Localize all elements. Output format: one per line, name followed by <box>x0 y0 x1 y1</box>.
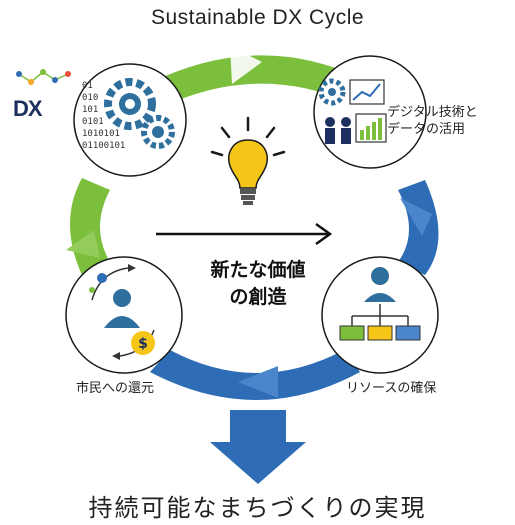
svg-text:01: 01 <box>82 81 93 91</box>
cycle-ring <box>66 46 439 400</box>
dx-logo-text: DX <box>13 96 43 121</box>
progress-arrow <box>156 222 333 246</box>
label-top-right-line1: デジタル技術と <box>387 105 478 120</box>
gears-binary-icon: 01 010 101 0101 1010101 01100101 <box>82 78 175 151</box>
ring-segment-top <box>148 55 360 108</box>
dx-logo: DX <box>13 66 75 122</box>
label-top-right: デジタル技術と データの活用 <box>387 104 478 138</box>
digital-data-analytics-icon <box>318 78 387 144</box>
label-bottom-left: 市民への還元 <box>76 381 155 396</box>
citizen-money-cycle-icon: $ <box>89 264 155 360</box>
org-chart-icon <box>339 267 421 341</box>
svg-text:1010101: 1010101 <box>82 129 120 139</box>
diagram-title: Sustainable DX Cycle <box>150 6 365 29</box>
center-label: 新たな価値 の創造 <box>178 257 338 311</box>
outcome-arrow <box>210 410 306 484</box>
outcome-label: 持続可能なまちづくりの実現 <box>88 494 427 522</box>
label-top-right-line2: データの活用 <box>387 122 466 137</box>
svg-text:01100101: 01100101 <box>82 141 125 151</box>
network-nodes-icon <box>16 69 71 85</box>
center-label-line1: 新たな価値 <box>210 259 306 281</box>
svg-text:101: 101 <box>82 105 98 115</box>
ring-segment-bottom <box>150 350 360 400</box>
label-bottom-right: リソースの確保 <box>346 381 437 396</box>
center-label-line2: の創造 <box>229 286 287 308</box>
svg-text:010: 010 <box>82 93 98 103</box>
lightbulb-icon <box>210 116 286 205</box>
svg-text:0101: 0101 <box>82 117 104 127</box>
svg-text:$: $ <box>138 336 148 352</box>
node-top-left <box>73 63 187 177</box>
